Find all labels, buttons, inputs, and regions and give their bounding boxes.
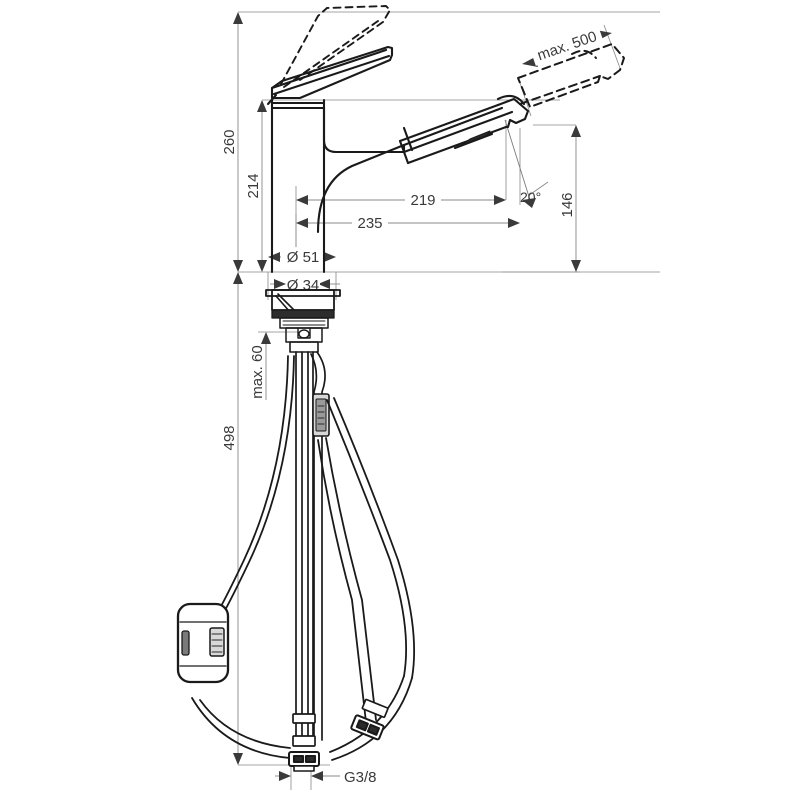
- hose-clip-block: [312, 393, 330, 437]
- dimension-260: 260: [221, 12, 243, 272]
- dimension-219: 219: [296, 191, 506, 209]
- dimension-label-146: 146: [559, 192, 576, 217]
- mounting-flange: [265, 289, 341, 319]
- dimension-max-500: max. 500: [517, 24, 621, 117]
- fixing-nut-assembly: [279, 317, 329, 353]
- spray-hose-diagonal: [317, 437, 377, 723]
- dimension-214: 214: [245, 100, 267, 272]
- supply-hose-connector-right: [350, 698, 389, 741]
- swivel-spout: [316, 106, 514, 234]
- pull-out-spray-head-extended: [517, 43, 625, 108]
- dimension-d34: Ø 34: [270, 274, 340, 294]
- faucet-outline: [176, 5, 625, 772]
- dimension-label-max-500: max. 500: [535, 28, 599, 64]
- dimension-extension-lines: [238, 11, 660, 790]
- dimension-label-d51: Ø 51: [287, 249, 320, 266]
- dimension-498: 498: [221, 272, 243, 765]
- pullout-joint: [398, 103, 508, 165]
- dimension-label-235: 235: [357, 215, 382, 232]
- dimension-label-20deg: 20°: [520, 189, 541, 205]
- dimension-label-498: 498: [221, 425, 238, 450]
- dimension-20deg: 20°: [504, 119, 549, 208]
- lever-handle-open: [280, 5, 391, 88]
- supply-pipe-bundle: [295, 351, 314, 741]
- dimension-label-219: 219: [410, 192, 435, 209]
- dimension-146: 146: [559, 125, 581, 272]
- dimension-g38: G3/8: [275, 769, 377, 786]
- supply-hose-connector-center: [288, 713, 320, 772]
- spray-hose-upper: [310, 351, 326, 741]
- pull-out-spray-head: [453, 94, 530, 150]
- dimension-label-g38: G3/8: [344, 769, 377, 786]
- spray-hose-loop-left: [191, 355, 295, 759]
- dimension-235: 235: [296, 214, 520, 232]
- lever-handle: [270, 45, 394, 100]
- dimension-label-214: 214: [245, 173, 262, 198]
- dimension-d51: Ø 51: [268, 247, 336, 266]
- dimension-max-60: max. 60: [249, 332, 271, 400]
- dimension-label-max-60: max. 60: [249, 345, 266, 398]
- dimension-label-260: 260: [221, 129, 238, 154]
- dimension-label-d34: Ø 34: [287, 277, 320, 294]
- counterweight: [176, 602, 230, 684]
